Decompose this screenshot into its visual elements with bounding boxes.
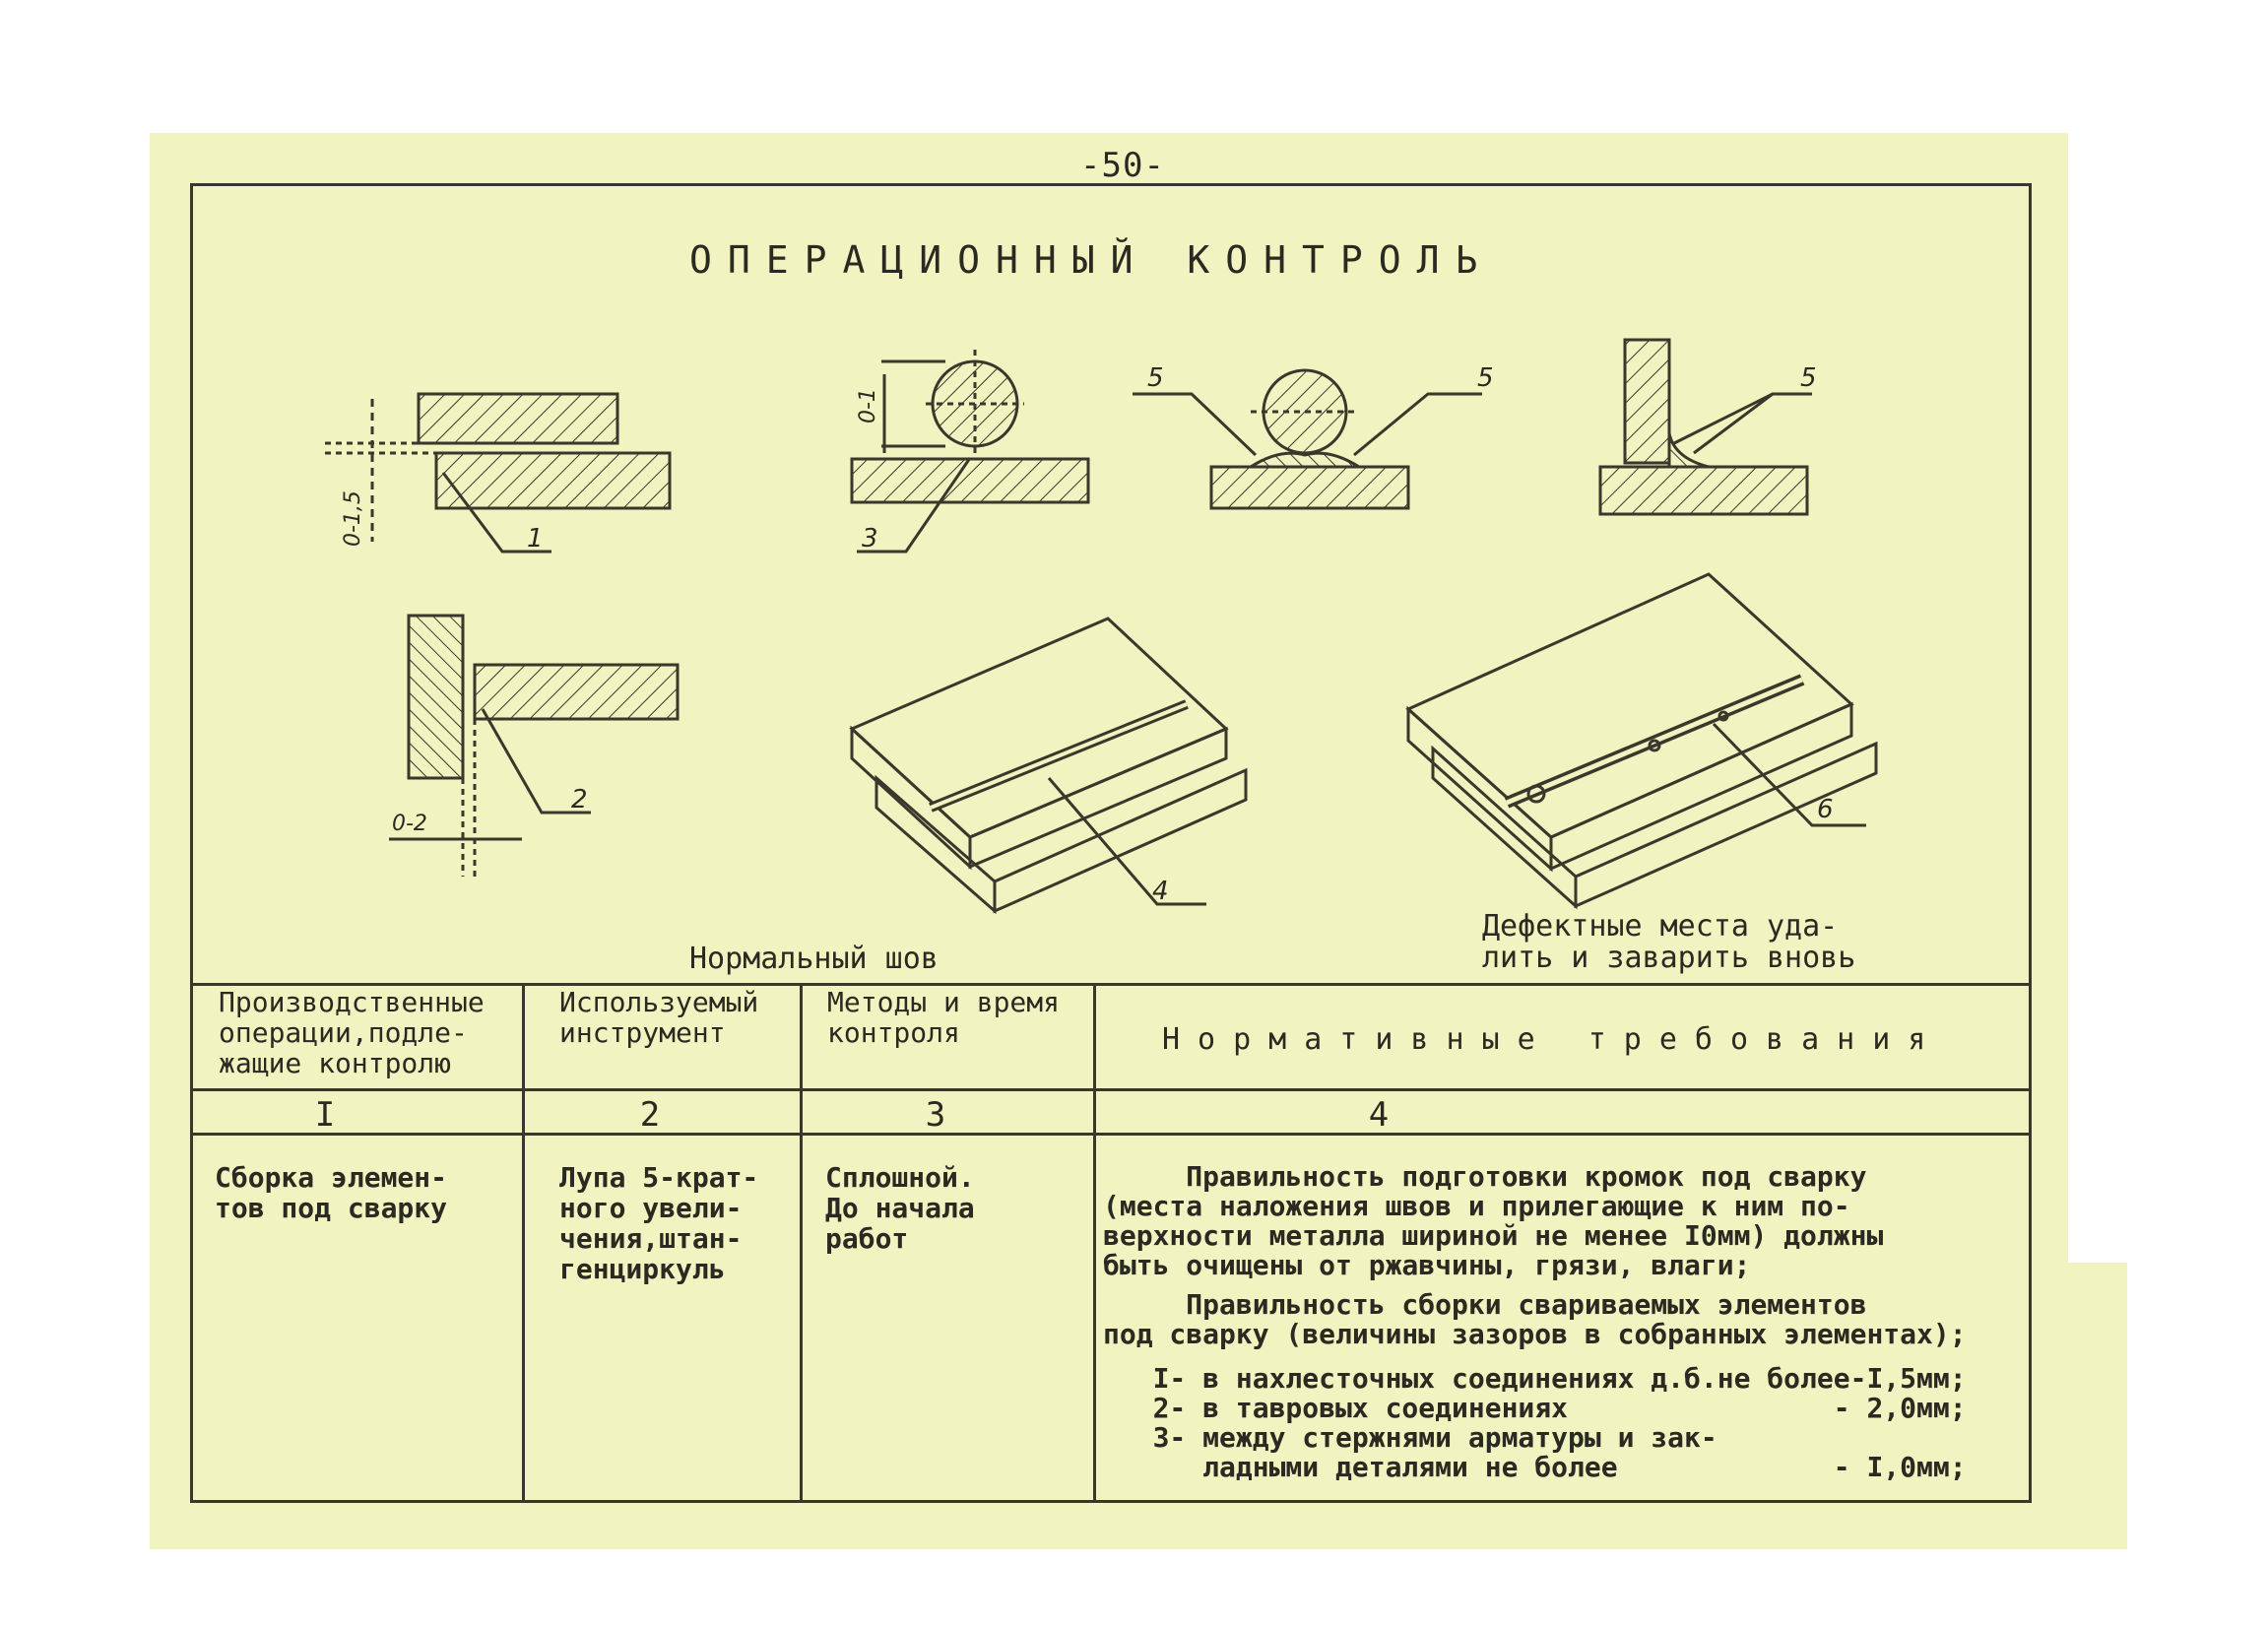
- normal-weld-plates: [849, 617, 1248, 915]
- row-operation: Сборка элемен- тов под сварку: [215, 1161, 448, 1224]
- dim-lap: 0-1,5: [341, 490, 365, 547]
- header-instrument: Используемый инструмент: [559, 986, 759, 1049]
- req-line-2: (места наложения швов и прилегающие к ни…: [1103, 1190, 1850, 1222]
- header-method: Методы и время контроля: [827, 986, 1061, 1049]
- rod-plate: [850, 457, 1090, 504]
- col-number-2: 2: [639, 1095, 661, 1135]
- caption-defect-weld: Дефектные места уда- лить и заварить вно…: [1482, 909, 1856, 975]
- lap-plate-top: [417, 392, 619, 445]
- label-4: 4: [1152, 877, 1169, 906]
- req-line-9: 3- между стержнями арматуры и зак-: [1103, 1421, 1717, 1454]
- table-top-line: [190, 983, 2032, 986]
- req-line-4: быть очищены от ржавчины, грязи, влаги;: [1103, 1249, 1751, 1281]
- req-line-10: ладными деталями не более - I,0мм;: [1103, 1451, 1967, 1483]
- defect-weld-plates: [1405, 572, 1878, 910]
- label-5a: 5: [1147, 363, 1164, 393]
- scanned-sheet: [150, 133, 2068, 1549]
- label-5c: 5: [1800, 363, 1817, 393]
- lap-plate-bottom: [434, 451, 672, 510]
- req-line-8: 2- в тавровых соединениях - 2,0мм;: [1103, 1392, 1967, 1424]
- table-header-line: [190, 1088, 2032, 1091]
- rod-weld-plate: [1209, 465, 1410, 510]
- caption-normal-weld: Нормальный шов: [689, 942, 939, 976]
- req-line-1: Правильность подготовки кромок под сварк…: [1103, 1160, 1867, 1193]
- tee-plate-vertical: [407, 614, 465, 780]
- tweld-vertical: [1623, 338, 1671, 465]
- table-col-sep-2: [800, 983, 803, 1503]
- row-method: Сплошной. До начала работ: [825, 1161, 975, 1255]
- table-number-line: [190, 1133, 2032, 1136]
- page-title: ОПЕРАЦИОННЫЙ КОНТРОЛЬ: [689, 238, 1494, 282]
- col-number-3: 3: [925, 1095, 946, 1135]
- tee-plate-horizontal: [473, 663, 680, 721]
- col-number-1: I: [314, 1095, 336, 1135]
- label-1: 1: [527, 524, 544, 554]
- table-col-sep-1: [522, 983, 525, 1503]
- page-frame: [190, 183, 2032, 1503]
- dim-tee: 0-2: [392, 812, 427, 836]
- col-number-4: 4: [1368, 1095, 1390, 1135]
- req-line-5: Правильность сборки свариваемых элементо…: [1103, 1288, 1867, 1321]
- label-2: 2: [571, 785, 588, 814]
- page-number: -50-: [1080, 146, 1165, 185]
- label-5b: 5: [1477, 363, 1494, 393]
- row-instrument: Лупа 5-крат- ного увели- чения,штан- ген…: [559, 1161, 759, 1285]
- req-line-6: под сварку (величины зазоров в собранных…: [1103, 1318, 1967, 1350]
- label-6: 6: [1817, 795, 1834, 824]
- dim-rod: 0-1: [856, 388, 880, 424]
- req-line-7: I- в нахлесточных соединениях д.б.не бол…: [1103, 1362, 1967, 1395]
- label-3: 3: [862, 524, 878, 554]
- req-line-3: верхности металла шириной не менее I0мм)…: [1103, 1219, 1884, 1252]
- scanned-sheet-edge: [2048, 1263, 2127, 1549]
- table-col-sep-3: [1093, 983, 1096, 1503]
- header-operations: Производственные операции,подле- жащие к…: [219, 986, 485, 1079]
- header-requirements: Нормативные требования: [1162, 1022, 1944, 1057]
- tweld-horizontal: [1598, 465, 1809, 516]
